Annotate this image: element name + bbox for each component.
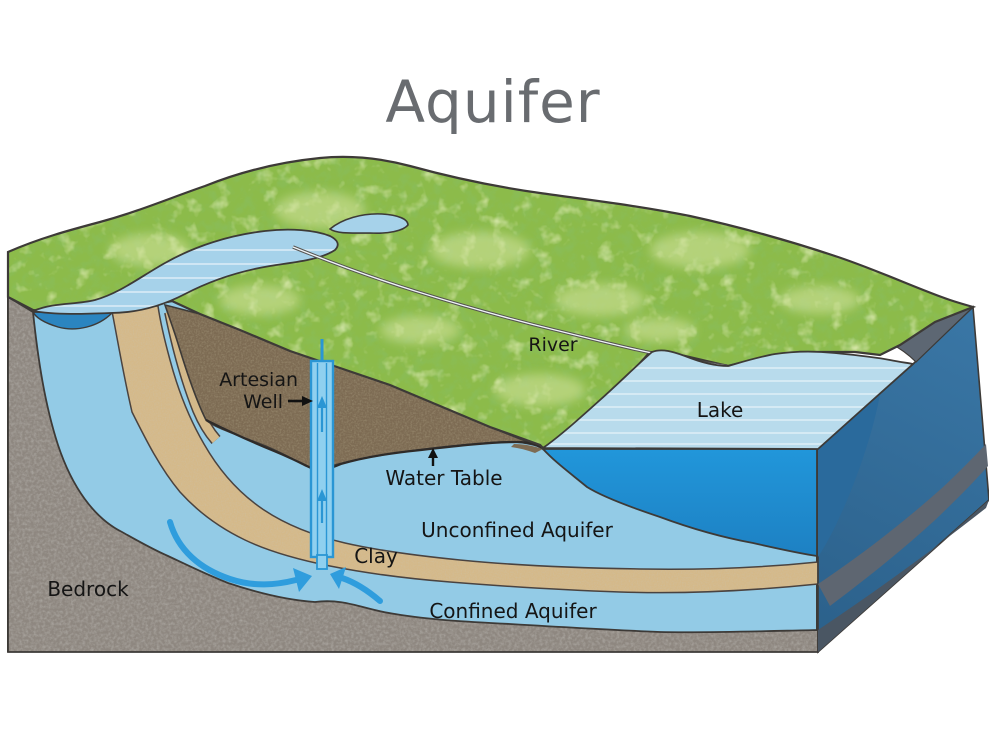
front-cross-section xyxy=(7,295,819,653)
water-table-label: Water Table xyxy=(385,466,502,490)
river-label: River xyxy=(528,334,577,356)
terrain-surface xyxy=(6,155,975,450)
groundwater-flow-arrows xyxy=(167,519,383,604)
side-face-lake-shadow xyxy=(818,394,880,557)
side-face-clay-band xyxy=(818,444,988,606)
artesian-well xyxy=(309,339,335,570)
pond-water-cross-section xyxy=(31,311,114,330)
lake-label: Lake xyxy=(697,398,744,422)
small-pond xyxy=(328,213,409,234)
well-screen xyxy=(316,554,328,570)
confined-aquifer-label: Confined Aquifer xyxy=(429,599,597,623)
lake-front-face xyxy=(540,448,818,558)
artesian-well-pointer-arrow-icon xyxy=(288,396,313,406)
flow-arrow-right-icon xyxy=(339,575,383,604)
flow-arrow-left-icon xyxy=(167,519,299,588)
water-table-line xyxy=(205,419,817,472)
well-casing xyxy=(309,359,335,559)
well-up-flow-arrows xyxy=(317,396,327,523)
artesian-well-label-line1: Artesian xyxy=(219,369,298,391)
terrain-light-patches xyxy=(110,192,860,406)
clay-label: Clay xyxy=(354,544,398,568)
side-face-bedrock-band xyxy=(818,500,989,652)
shoreline-beach-sliver xyxy=(511,444,543,453)
artesian-well-label-line2: Well xyxy=(243,391,283,413)
water-table-pointer-arrow-icon xyxy=(428,448,438,466)
labels: Aquifer River Lake Artesian Well Water T… xyxy=(47,68,743,623)
unconfined-aquifer-label: Unconfined Aquifer xyxy=(421,518,613,542)
page-title: Aquifer xyxy=(385,68,600,136)
bedrock-label: Bedrock xyxy=(47,577,129,601)
